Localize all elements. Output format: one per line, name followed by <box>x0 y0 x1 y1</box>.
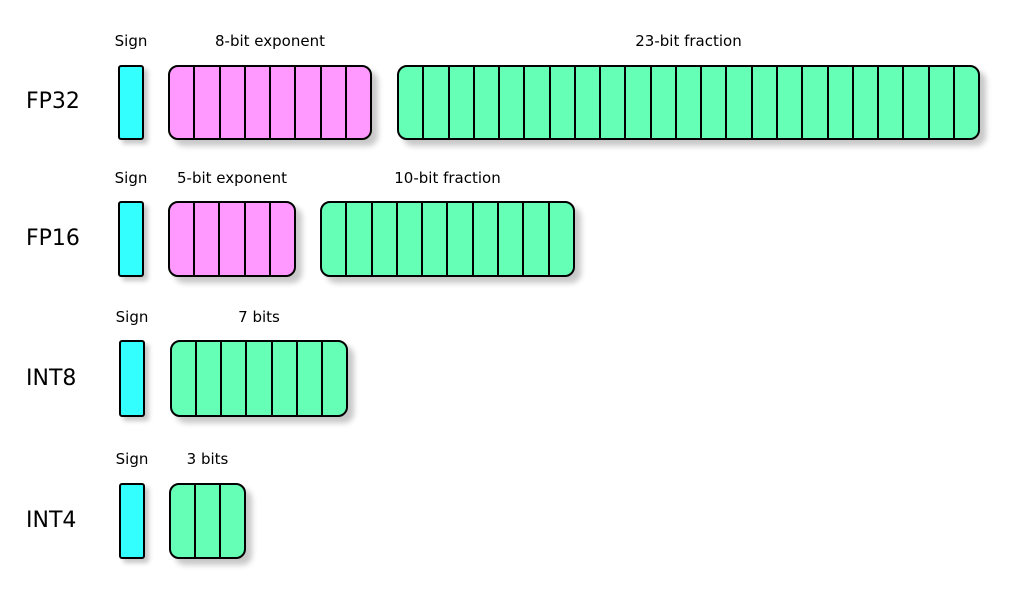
field-caption-fp32-fraction: 23-bit fraction <box>635 32 742 50</box>
field-caption-int8-sign: Sign <box>115 308 149 326</box>
field-int4-sign <box>119 483 145 559</box>
bit-cell <box>322 203 348 275</box>
bit-cell <box>525 67 551 138</box>
bit-cell <box>626 67 652 138</box>
format-label-int4: INT4 <box>26 508 77 533</box>
bit-cell <box>273 342 298 415</box>
bit-cell <box>829 67 854 138</box>
field-caption-fp32-exponent: 8-bit exponent <box>215 32 325 50</box>
bit-cell <box>448 203 474 275</box>
bit-cell <box>172 342 198 415</box>
bit-cell <box>195 203 221 275</box>
field-caption-int8-fraction: 7 bits <box>238 308 280 326</box>
field-caption-fp32-sign: Sign <box>114 32 148 50</box>
bit-cell <box>500 67 526 138</box>
field-caption-fp16-sign: Sign <box>114 169 148 187</box>
bit-cell <box>474 203 500 275</box>
bit-cell <box>120 67 142 138</box>
format-label-fp32: FP32 <box>26 89 80 114</box>
bit-cell <box>601 67 627 138</box>
bit-cell <box>322 67 347 138</box>
bit-cell <box>879 67 905 138</box>
bit-cell <box>121 342 143 415</box>
bit-cell <box>222 342 248 415</box>
field-int8-fraction <box>170 340 348 417</box>
field-fp16-fraction <box>320 201 575 277</box>
bit-cell <box>271 67 297 138</box>
bit-cell <box>121 485 143 557</box>
field-fp32-exponent <box>168 65 372 140</box>
bit-cell <box>677 67 703 138</box>
bit-cell <box>450 67 475 138</box>
bit-cell <box>246 67 271 138</box>
bit-cell <box>727 67 753 138</box>
bit-cell <box>551 67 576 138</box>
bit-cell <box>399 67 425 138</box>
field-fp32-fraction <box>397 65 980 140</box>
format-label-fp16: FP16 <box>26 226 80 251</box>
field-caption-fp16-exponent: 5-bit exponent <box>177 169 287 187</box>
bit-cell <box>702 67 728 138</box>
bit-cell <box>296 67 322 138</box>
bit-cell <box>347 203 373 275</box>
bit-cell <box>854 67 880 138</box>
field-caption-int4-sign: Sign <box>115 450 149 468</box>
bit-cell <box>120 203 142 275</box>
bit-cell <box>550 203 573 275</box>
bit-cell <box>955 67 978 138</box>
bit-cell <box>247 342 273 415</box>
bit-cell <box>373 203 398 275</box>
bit-cell <box>220 203 246 275</box>
bit-cell <box>221 67 246 138</box>
field-caption-int4-fraction: 3 bits <box>186 450 229 468</box>
bit-cell <box>753 67 778 138</box>
bit-cell <box>195 67 221 138</box>
bit-cell <box>221 485 244 557</box>
field-int8-sign <box>119 340 145 417</box>
bit-cell <box>778 67 804 138</box>
format-label-int8: INT8 <box>26 366 77 391</box>
bit-cell <box>398 203 424 275</box>
bit-cell <box>323 342 346 415</box>
bit-cell <box>576 67 602 138</box>
bit-cell <box>904 67 930 138</box>
field-int4-fraction <box>169 483 246 559</box>
bit-cell <box>524 203 550 275</box>
field-caption-fp16-fraction: 10-bit fraction <box>394 169 501 187</box>
bit-cell <box>298 342 323 415</box>
bit-cell <box>652 67 677 138</box>
field-fp32-sign <box>118 65 144 140</box>
bit-cell <box>196 485 221 557</box>
bit-cell <box>171 485 196 557</box>
bit-cell <box>803 67 829 138</box>
bit-cell <box>197 342 223 415</box>
field-fp16-sign <box>118 201 144 277</box>
bit-cell <box>475 67 501 138</box>
field-fp16-exponent <box>168 201 296 277</box>
bit-cell <box>930 67 955 138</box>
bit-cell <box>170 67 196 138</box>
bit-cell <box>347 67 370 138</box>
bit-cell <box>499 203 525 275</box>
bit-cell <box>424 67 450 138</box>
bit-cell <box>246 203 271 275</box>
bit-cell <box>271 203 294 275</box>
bit-cell <box>170 203 196 275</box>
bit-cell <box>423 203 449 275</box>
